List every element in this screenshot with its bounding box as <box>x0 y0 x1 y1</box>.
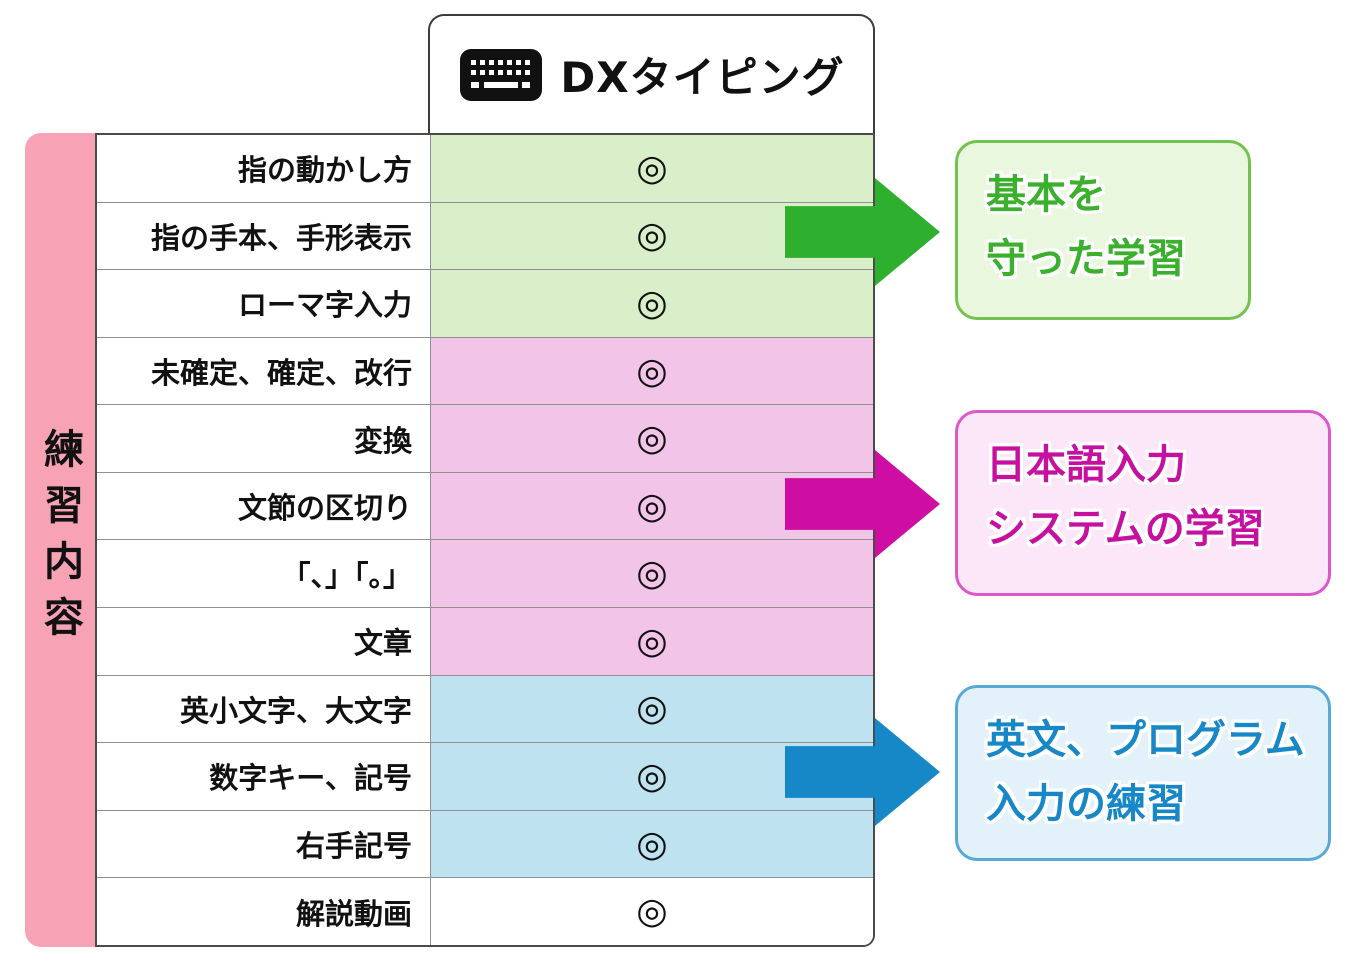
row-value-mark: ◎ <box>430 270 873 337</box>
row-value-mark: ◎ <box>430 135 873 202</box>
practice-content-label: 練習内容 <box>37 428 83 652</box>
table-row: 右手記号 ◎ <box>97 809 873 878</box>
row-label: 文章 <box>97 608 430 675</box>
callout-english-program: 英文、プログラム 入力の練習 <box>955 685 1331 861</box>
table-row: 指の動かし方 ◎ <box>97 135 873 202</box>
row-value-mark: ◎ <box>430 540 873 608</box>
table-row: 「、」「。」 ◎ <box>97 539 873 608</box>
app-title-box: DXタイピング <box>428 14 875 133</box>
table-row: 解説動画 ◎ <box>97 877 873 945</box>
table-row: ローマ字入力 ◎ <box>97 269 873 337</box>
row-label: 「、」「。」 <box>97 540 430 608</box>
callout-line: システムの学習 <box>986 506 1265 552</box>
callout-japanese-input: 日本語入力 システムの学習 <box>955 410 1331 596</box>
table-row: 指の手本、手形表示 ◎ <box>97 201 873 270</box>
table-row: 英小文字、大文字 ◎ <box>97 674 873 743</box>
row-label: 英小文字、大文字 <box>97 675 430 743</box>
row-value-mark: ◎ <box>430 675 873 743</box>
row-label: 変換 <box>97 405 430 472</box>
table-row: 数字キー、記号 ◎ <box>97 742 873 810</box>
row-label: 指の動かし方 <box>97 135 430 202</box>
row-label: 文節の区切り <box>97 472 430 540</box>
callout-line: 守った学習 <box>986 236 1186 282</box>
row-value-mark: ◎ <box>430 405 873 472</box>
row-group-band: 練習内容 <box>25 133 95 947</box>
row-label: 指の手本、手形表示 <box>97 202 430 270</box>
row-label: ローマ字入力 <box>97 270 430 337</box>
table-row: 変換 ◎ <box>97 404 873 472</box>
row-value-mark: ◎ <box>430 810 873 878</box>
table-row: 文章 ◎ <box>97 607 873 675</box>
row-value-mark: ◎ <box>430 608 873 675</box>
keyboard-icon <box>458 47 544 103</box>
feature-table: 指の動かし方 ◎ 指の手本、手形表示 ◎ ローマ字入力 ◎ 未確定、確定、改行 … <box>95 133 875 947</box>
row-label: 数字キー、記号 <box>97 743 430 810</box>
table-row: 文節の区切り ◎ <box>97 471 873 540</box>
row-value-mark: ◎ <box>430 878 873 945</box>
callout-line: 基本を <box>986 172 1106 218</box>
row-label: 解説動画 <box>97 878 430 945</box>
callout-basics: 基本を 守った学習 <box>955 140 1251 320</box>
row-label: 右手記号 <box>97 810 430 878</box>
callout-line: 英文、プログラム <box>986 717 1305 763</box>
row-label: 未確定、確定、改行 <box>97 337 430 405</box>
callout-line: 入力の練習 <box>986 781 1186 827</box>
callout-line: 日本語入力 <box>986 442 1186 488</box>
row-value-mark: ◎ <box>430 337 873 405</box>
table-row: 未確定、確定、改行 ◎ <box>97 336 873 405</box>
app-title: DXタイピング <box>560 53 845 102</box>
